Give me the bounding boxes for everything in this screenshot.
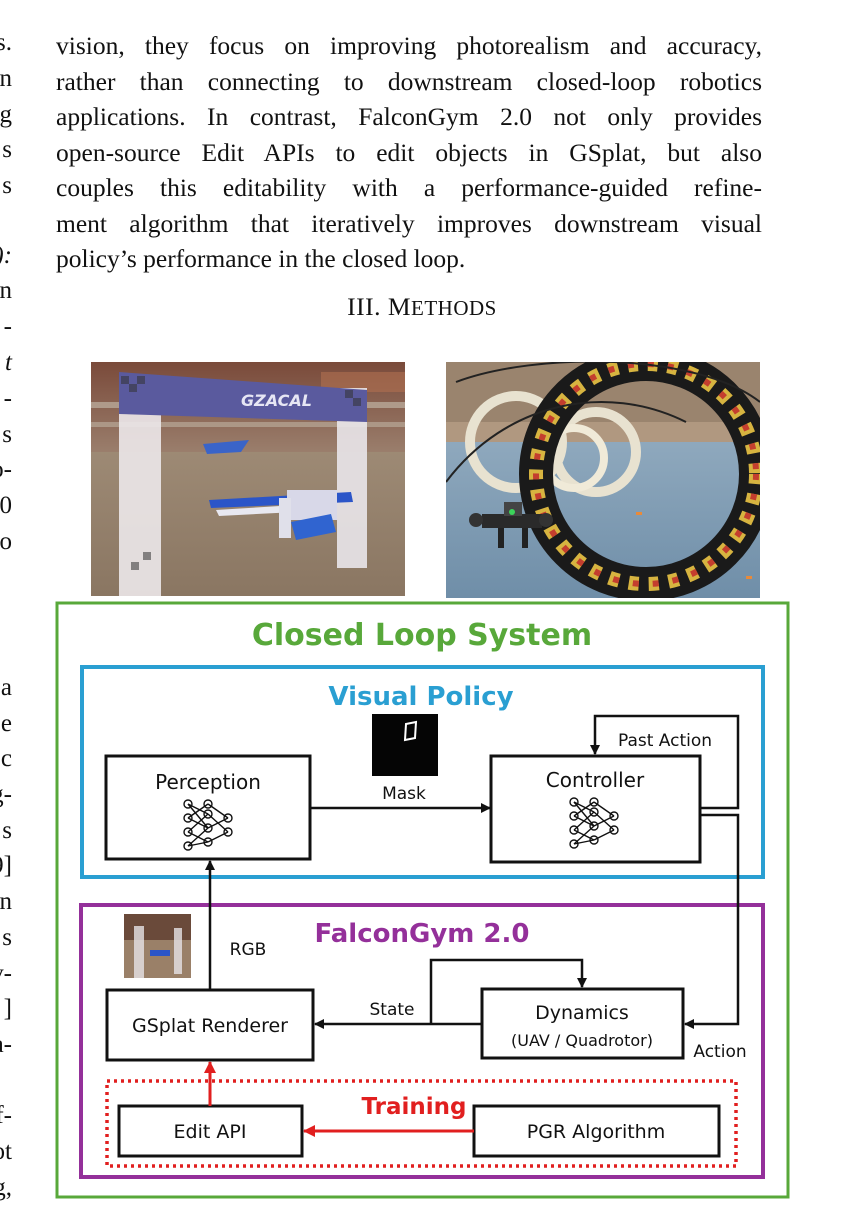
paragraph-line: open-source Edit APIs to edit objects in… [56,137,762,167]
dynamics-label: Dynamics [535,1002,629,1024]
left-fragment: ] [3,995,12,1022]
visual-policy-box [80,665,765,879]
left-fragment: a [0,674,12,701]
paragraph-line: vision, they focus on improving photorea… [56,31,762,60]
section-title-initial: M [387,292,412,321]
left-fragment: f- [0,1102,12,1129]
neural-network-icon [569,797,619,849]
left-fragment: 0 [0,492,12,519]
left-column-fragments: s. n g s s ): n - t - s o- 0 o a e c g- … [0,0,16,1212]
past-action-label: Past Action [618,731,712,751]
neural-network-icon [183,799,233,851]
left-fragment: n [0,277,12,304]
left-fragment: t [5,349,12,376]
section-title-rest: ETHODS [411,296,497,320]
closed-loop-system-title: Closed Loop System [252,618,592,653]
paragraph-line: applications. In contrast, FalconGym 2.0… [56,102,762,131]
left-fragment: v- [0,960,12,987]
edit-api-box [117,1104,304,1158]
mask-label: Mask [382,784,426,804]
perception-label: Perception [155,770,261,794]
left-fragment: g, [0,1174,12,1201]
gsplat-renderer-label: GSplat Renderer [132,1015,288,1037]
pgr-algorithm-label: PGR Algorithm [527,1121,665,1143]
visual-policy-title: Visual Policy [328,682,513,712]
action-arrow [684,813,740,1029]
edit-api-label: Edit API [174,1121,247,1143]
controller-label: Controller [546,768,645,792]
pgr-algorithm-box [472,1104,721,1158]
left-fragment: g- [0,781,12,808]
left-fragment: - [3,313,12,340]
rgb-thumbnail [124,914,191,978]
left-fragment: ): [0,242,12,269]
left-fragment: - [3,385,12,412]
paragraph-line: ment algorithm that iteratively improves… [56,208,762,238]
left-fragment: s [2,136,12,163]
left-fragment: ot [0,1138,12,1165]
left-fragment: g [0,101,12,128]
banner-text: GZACAL [241,391,312,410]
left-fragment: 9] [0,852,12,879]
left-fragment: e [0,710,12,737]
gsplat-renderer-box [105,988,315,1062]
paragraph-line: rather than connecting to downstream clo… [56,66,762,96]
photo-gate-airplane: GZACAL [91,362,405,596]
section-heading: III. METHODS [0,292,844,322]
left-fragment: o [0,528,12,555]
left-fragment: c [0,745,12,772]
left-fragment: n [0,65,12,92]
rgb-label: RGB [230,940,267,960]
state-label: State [370,1000,415,1020]
paragraph-line: policy’s performance in the closed loop. [56,244,466,273]
action-label: Action [693,1042,746,1062]
left-fragment: s [2,817,12,844]
left-fragment: s [2,172,12,199]
left-fragment: s [2,924,12,951]
body-paragraph: vision, they focus on improving photorea… [56,28,762,277]
section-number: III. [347,292,381,321]
dynamics-sublabel: (UAV / Quadrotor) [511,1031,653,1050]
left-fragment: s [2,421,12,448]
left-fragment: s. [0,29,12,56]
closed-loop-system-box [55,601,790,1199]
left-fragment: n [0,888,12,915]
left-fragment: a- [0,1031,12,1058]
past-action-arrow [590,714,740,810]
training-title: Training [361,1094,466,1120]
falcongym-title: FalconGym 2.0 [315,919,530,949]
paragraph-line: couples this editability with a performa… [56,173,762,202]
state-loop-arrow [429,958,587,1024]
mask-thumbnail [372,714,438,776]
left-fragment: o- [0,456,12,483]
falcongym-box [79,903,765,1179]
photo-drone-gates [446,362,760,598]
